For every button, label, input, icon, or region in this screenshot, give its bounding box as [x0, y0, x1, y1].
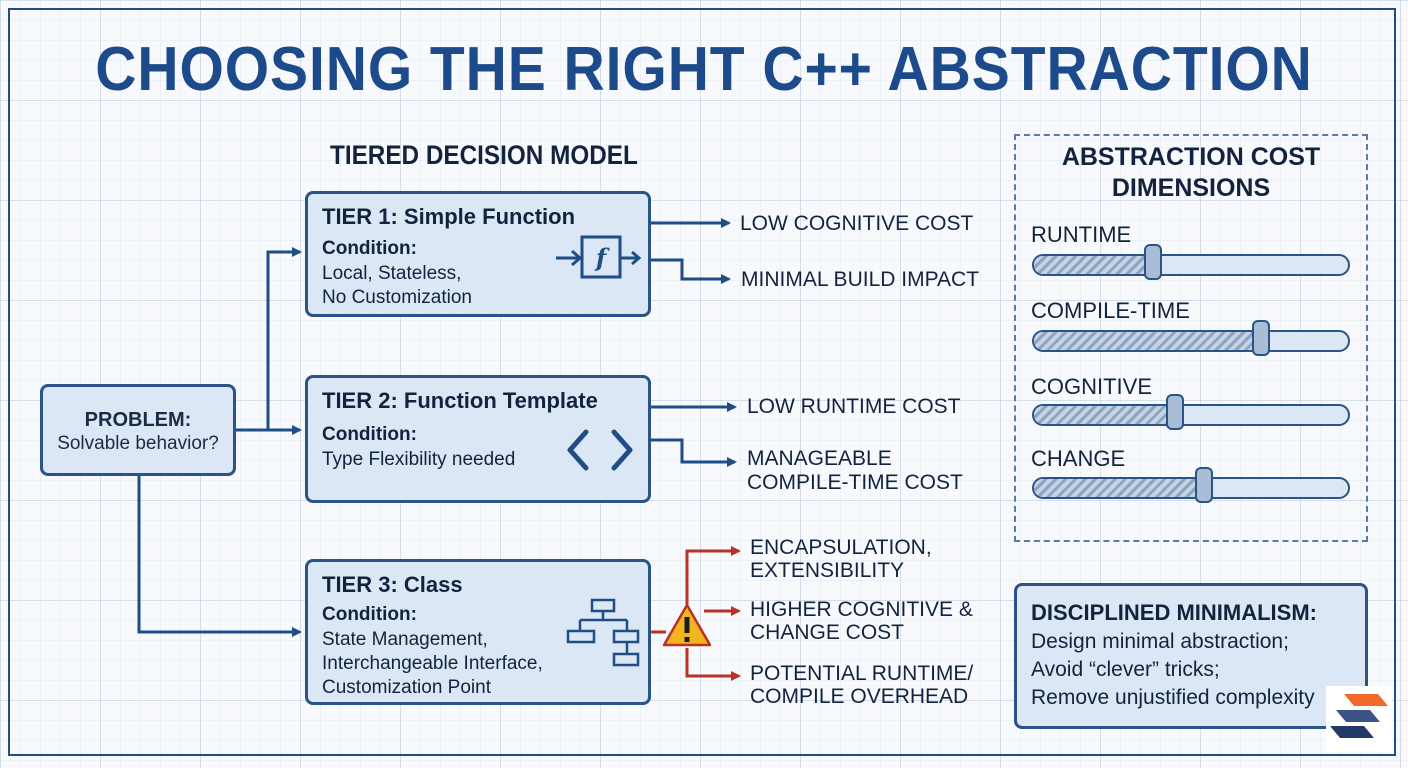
cognitive-label: COGNITIVE — [1031, 374, 1153, 399]
runtime-slider-fill — [1034, 256, 1154, 274]
tier3-outcome-text: EXTENSIBILITY — [750, 559, 905, 582]
disciplined-minimalism-line: Remove unjustified complexity — [1031, 686, 1315, 709]
tier2-outcome2-arrow — [650, 438, 737, 467]
compile-time-label: COMPILE-TIME — [1031, 298, 1190, 323]
svg-text:f: f — [594, 243, 610, 272]
class-hierarchy-icon — [566, 598, 640, 667]
disciplined-minimalism-line: Avoid “clever” tricks; — [1031, 658, 1220, 681]
cognitive-slider — [1032, 404, 1350, 426]
tier1-condition-line: Local, Stateless, — [322, 263, 462, 284]
tier2-outcome-text: MANAGEABLE — [747, 447, 892, 470]
problem-to-tier3-arrow — [137, 474, 302, 637]
tier3-outcome-text: ENCAPSULATION, — [750, 536, 932, 559]
cost-panel-title-line: ABSTRACTION COST — [1061, 143, 1321, 171]
tier3-condition-label: Condition: — [322, 604, 417, 625]
tier3-outcome-text: POTENTIAL RUNTIME/ — [750, 662, 974, 685]
compile-time-slider — [1032, 330, 1350, 352]
tier3-condition-line: Customization Point — [322, 677, 491, 698]
tier1-condition-label: Condition: — [322, 238, 417, 259]
tier3-condition-line: Interchangeable Interface, — [322, 653, 543, 674]
runtime-slider — [1032, 254, 1350, 276]
compile-time-slider-thumb — [1251, 320, 1270, 356]
problem-label: PROBLEM: — [84, 409, 192, 431]
runtime-slider-thumb — [1143, 244, 1162, 280]
warning-icon — [662, 603, 712, 647]
change-label: CHANGE — [1031, 446, 1126, 471]
tier2-outcome-text: COMPILE-TIME COST — [747, 471, 963, 494]
compile-time-slider-fill — [1034, 332, 1261, 350]
tier3-box: TIER 3: Class Condition: State Managemen… — [305, 559, 651, 705]
tier3-outcome-text: CHANGE COST — [750, 621, 905, 644]
tier1-title: TIER 1: Simple Function — [322, 204, 576, 229]
tier3-title: TIER 3: Class — [322, 572, 463, 597]
tier3-outcome-text: COMPILE OVERHEAD — [750, 685, 969, 708]
problem-box: PROBLEM: Solvable behavior? — [40, 384, 236, 476]
diagram-frame — [8, 8, 1396, 756]
cognitive-slider-fill — [1034, 406, 1176, 424]
tier3-outcome3-arrow — [685, 648, 741, 681]
change-slider-thumb — [1194, 467, 1213, 503]
tier3-outcome-text: HIGHER COGNITIVE & — [750, 598, 973, 621]
tier1-outcome2-arrow — [650, 258, 731, 284]
tier2-condition-line: Type Flexibility needed — [322, 449, 516, 470]
layers-logo-graphic — [1330, 694, 1388, 738]
cost-panel-title-line: DIMENSIONS — [1111, 174, 1271, 202]
tier2-box: TIER 2: Function Template Condition: Typ… — [305, 375, 651, 503]
function-icon: f — [556, 235, 642, 279]
tier1-outcome-text: LOW COGNITIVE COST — [740, 212, 974, 235]
layers-logo-icon — [1326, 686, 1392, 752]
diagram-subtitle: TIERED DECISION MODEL — [330, 140, 638, 170]
tier3-condition-line: State Management, — [322, 629, 488, 650]
tier1-outcome-text: MINIMAL BUILD IMPACT — [741, 268, 980, 291]
runtime-label: RUNTIME — [1031, 222, 1132, 247]
tier2-title: TIER 2: Function Template — [322, 388, 598, 413]
tier2-condition-label: Condition: — [322, 424, 417, 445]
cost-dimensions-panel: ABSTRACTION COST DIMENSIONS RUNTIME COMP… — [1014, 134, 1368, 542]
cost-panel-title: ABSTRACTION COST DIMENSIONS — [1016, 142, 1366, 204]
tier1-box: TIER 1: Simple Function Condition: Local… — [305, 191, 651, 317]
change-slider-fill — [1034, 479, 1204, 497]
page-title: CHOOSING THE RIGHT C++ ABSTRACTION — [95, 35, 1313, 104]
disciplined-minimalism-box: DISCIPLINED MINIMALISM: Design minimal a… — [1014, 583, 1368, 729]
cognitive-slider-thumb — [1166, 394, 1185, 430]
tier2-outcome-text: LOW RUNTIME COST — [747, 395, 961, 418]
problem-text: Solvable behavior? — [57, 433, 219, 454]
change-slider — [1032, 477, 1350, 499]
problem-to-tier1-arrow — [235, 247, 302, 432]
disciplined-minimalism-line: Design minimal abstraction; — [1031, 630, 1289, 653]
tier1-condition-line: No Customization — [322, 287, 472, 308]
angle-brackets-icon — [567, 429, 633, 471]
disciplined-minimalism-title: DISCIPLINED MINIMALISM: — [1031, 600, 1317, 625]
